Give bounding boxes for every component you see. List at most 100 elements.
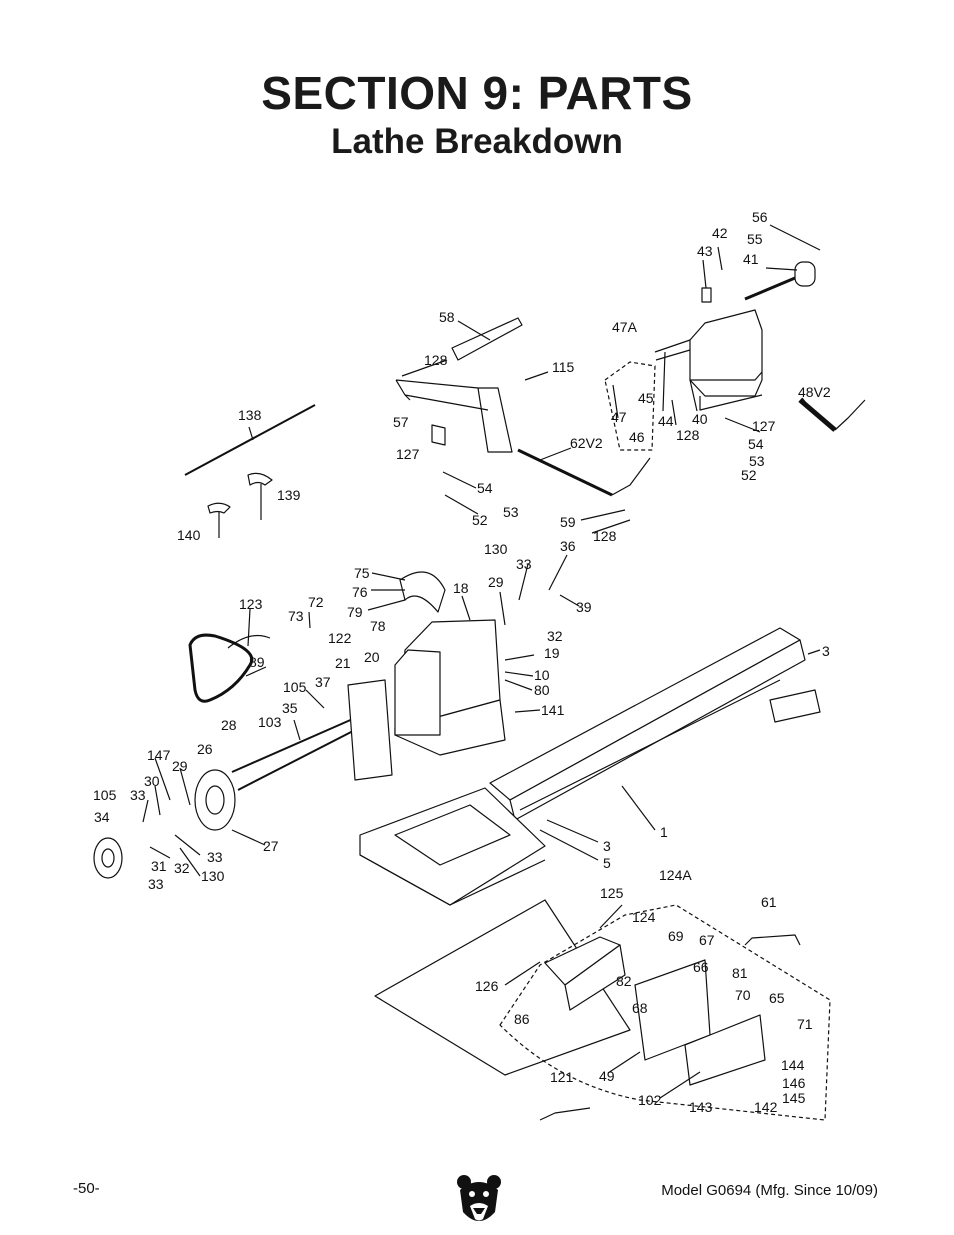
label-40: 40 xyxy=(692,411,708,427)
model-info: Model G0694 (Mfg. Since 10/09) xyxy=(661,1182,878,1199)
label-105: 105 xyxy=(93,787,117,803)
label-20: 20 xyxy=(364,649,380,665)
label-57: 57 xyxy=(393,414,409,430)
label-115: 115 xyxy=(552,359,575,375)
label-126: 126 xyxy=(475,978,499,994)
label-56: 56 xyxy=(752,209,768,225)
label-29: 29 xyxy=(488,574,504,590)
label-68: 68 xyxy=(632,1000,648,1016)
label-28: 28 xyxy=(221,717,237,733)
label-32: 32 xyxy=(174,860,190,876)
label-102: 102 xyxy=(638,1092,662,1108)
label-45: 45 xyxy=(638,390,654,406)
label-18: 18 xyxy=(453,580,469,596)
label-29: 29 xyxy=(172,758,188,774)
label-128: 128 xyxy=(593,528,617,544)
label-86: 86 xyxy=(514,1011,530,1027)
label-47: 47 xyxy=(611,409,627,425)
label-35: 35 xyxy=(282,700,298,716)
label-70: 70 xyxy=(735,987,751,1003)
label-130: 130 xyxy=(484,541,508,557)
label-124A: 124A xyxy=(659,867,692,883)
label-48V2: 48V2 xyxy=(798,384,831,400)
label-10: 10 xyxy=(534,667,550,683)
label-19: 19 xyxy=(544,645,560,661)
label-81: 81 xyxy=(732,965,748,981)
page-subtitle: Lathe Breakdown xyxy=(331,122,623,161)
label-66: 66 xyxy=(693,959,709,975)
label-73: 73 xyxy=(288,608,304,624)
label-61: 61 xyxy=(761,894,777,910)
label-82: 82 xyxy=(616,973,632,989)
part-number-labels: 56 42 55 43 41 58 47A 128 115 48V2 57 45… xyxy=(93,209,831,1115)
label-121: 121 xyxy=(550,1069,574,1085)
label-65: 65 xyxy=(769,990,785,1006)
label-139: 139 xyxy=(277,487,301,503)
label-141: 141 xyxy=(541,702,565,718)
label-33: 33 xyxy=(130,787,146,803)
label-32: 32 xyxy=(547,628,563,644)
label-21: 21 xyxy=(335,655,351,671)
bear-logo-icon xyxy=(457,1175,501,1221)
label-105: 105 xyxy=(283,679,307,695)
label-33: 33 xyxy=(207,849,223,865)
label-47A: 47A xyxy=(612,319,638,335)
page-number: -50- xyxy=(73,1180,100,1197)
label-127: 127 xyxy=(396,446,420,462)
label-34: 34 xyxy=(94,809,110,825)
label-26: 26 xyxy=(197,741,213,757)
label-41: 41 xyxy=(743,251,759,267)
label-130: 130 xyxy=(201,868,225,884)
label-43: 43 xyxy=(697,243,713,259)
label-59: 59 xyxy=(560,514,576,530)
label-89: 89 xyxy=(249,654,265,670)
label-75: 75 xyxy=(354,565,370,581)
label-62V2: 62V2 xyxy=(570,435,603,451)
label-145: 145 xyxy=(782,1090,806,1106)
label-128: 128 xyxy=(676,427,700,443)
label-52: 52 xyxy=(472,512,488,528)
label-72: 72 xyxy=(308,594,324,610)
section-title: SECTION 9: PARTS xyxy=(261,67,693,119)
label-49: 49 xyxy=(599,1068,615,1084)
label-58: 58 xyxy=(439,309,455,325)
label-128: 128 xyxy=(424,352,448,368)
label-39: 39 xyxy=(576,599,592,615)
label-31: 31 xyxy=(151,858,167,874)
label-36: 36 xyxy=(560,538,576,554)
label-46: 46 xyxy=(629,429,645,445)
label-3: 3 xyxy=(822,643,830,659)
label-52: 52 xyxy=(741,467,757,483)
label-54: 54 xyxy=(748,436,764,452)
label-127: 127 xyxy=(752,418,776,434)
label-79: 79 xyxy=(347,604,363,620)
label-33: 33 xyxy=(148,876,164,892)
label-1: 1 xyxy=(660,824,668,840)
label-140: 140 xyxy=(177,527,201,543)
label-71: 71 xyxy=(797,1016,813,1032)
label-76: 76 xyxy=(352,584,368,600)
label-122: 122 xyxy=(328,630,352,646)
label-30: 30 xyxy=(144,773,160,789)
label-67: 67 xyxy=(699,932,715,948)
label-146: 146 xyxy=(782,1075,806,1091)
label-27: 27 xyxy=(263,838,279,854)
label-124: 124 xyxy=(632,909,656,925)
label-53: 53 xyxy=(503,504,519,520)
label-80: 80 xyxy=(534,682,550,698)
label-143: 143 xyxy=(689,1099,713,1115)
label-144: 144 xyxy=(781,1057,805,1073)
label-78: 78 xyxy=(370,618,386,634)
label-138: 138 xyxy=(238,407,262,423)
label-69: 69 xyxy=(668,928,684,944)
label-33: 33 xyxy=(516,556,532,572)
label-142: 142 xyxy=(754,1099,778,1115)
label-54: 54 xyxy=(477,480,493,496)
label-55: 55 xyxy=(747,231,763,247)
label-37: 37 xyxy=(315,674,331,690)
label-53: 53 xyxy=(749,453,765,469)
label-123: 123 xyxy=(239,596,263,612)
label-147: 147 xyxy=(147,747,171,763)
label-44: 44 xyxy=(658,413,674,429)
